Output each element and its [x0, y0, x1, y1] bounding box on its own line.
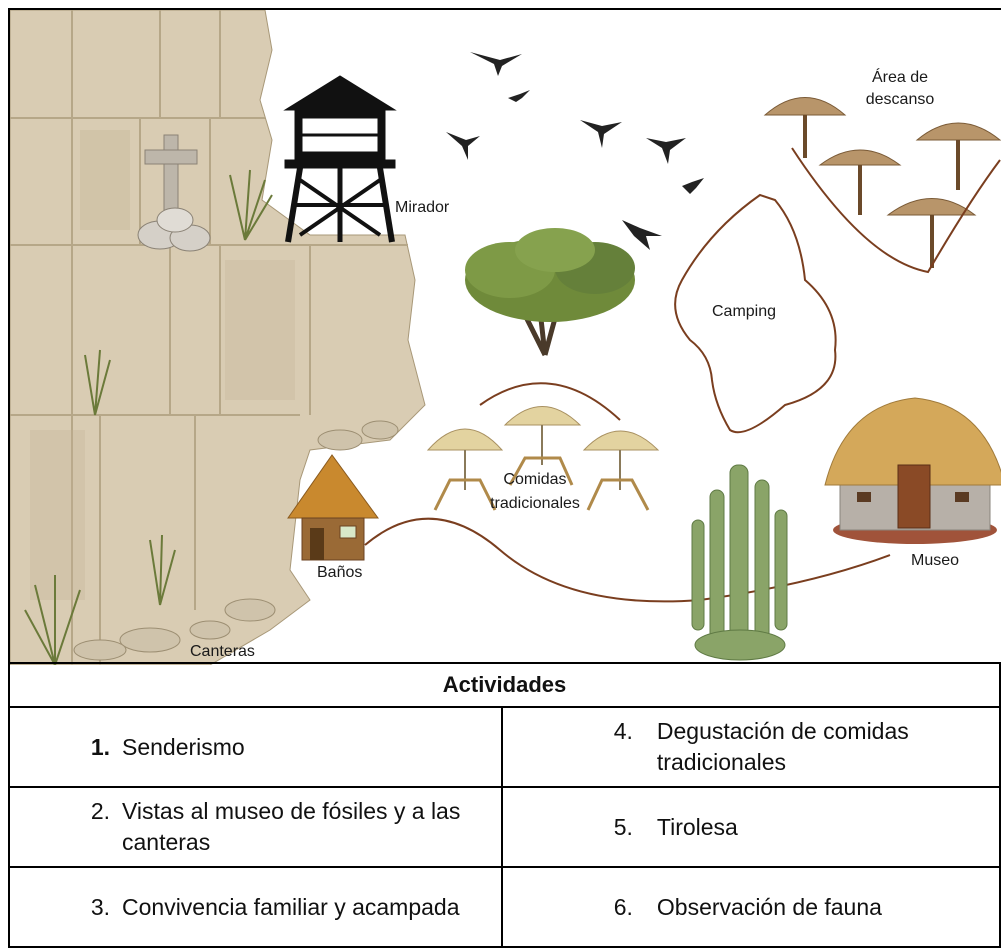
park-map: Mirador Área de descanso Camping Comidas…	[8, 8, 1001, 665]
activity-cell: 2. Vistas al museo de fósiles y a las ca…	[8, 786, 503, 868]
bathroom-hut-icon	[287, 454, 379, 561]
label-museo: Museo	[911, 552, 960, 569]
activity-cell: 5. Tirolesa	[500, 786, 1001, 868]
label-canteras: Canteras	[190, 643, 255, 660]
cross-icon	[137, 134, 211, 252]
palapa-umbrellas-icon	[763, 97, 1001, 274]
trail-path	[364, 517, 891, 603]
activity-number: 3.	[90, 893, 110, 920]
cactus-icon	[691, 464, 788, 661]
watchtower-icon	[283, 75, 397, 243]
label-area-descanso-line1: Área de	[871, 69, 929, 86]
activities-table: Actividades 1. Senderismo 4. Degustación…	[8, 662, 1001, 948]
shrub-icon	[24, 169, 273, 665]
label-mirador: Mirador	[395, 199, 450, 216]
activity-text: Observación de fauna	[656, 893, 882, 920]
tree-icon	[465, 228, 635, 357]
table-row: 1. Senderismo 4. Degustación de comidas …	[8, 706, 1001, 788]
dining-umbrellas-icon	[426, 406, 660, 511]
map-illustration	[10, 10, 1001, 665]
activity-cell: 1. Senderismo	[8, 706, 503, 788]
activity-number: 4.	[613, 718, 633, 744]
activity-cell: 6. Observación de fauna	[500, 866, 1001, 948]
museum-hut-icon	[824, 397, 1001, 544]
activity-cell: 3. Convivencia familiar y acampada	[8, 866, 503, 948]
label-banos: Baños	[317, 564, 363, 581]
activity-number: 6.	[613, 893, 633, 920]
camping-area-outline	[674, 193, 837, 434]
label-comidas-line1: Comidas	[503, 471, 567, 488]
birds-icon	[446, 52, 704, 250]
activity-text: Convivencia familiar y acampada	[122, 893, 460, 920]
activity-number: 1.	[90, 733, 110, 760]
label-area-descanso-line2: descanso	[865, 91, 935, 108]
table-row: 2. Vistas al museo de fósiles y a las ca…	[8, 786, 1001, 868]
activity-number: 5.	[613, 813, 633, 840]
activity-cell: 4. Degustación de comidas tradicionales	[500, 706, 1001, 788]
activity-number: 2.	[90, 798, 110, 824]
activity-text: Tirolesa	[656, 813, 738, 840]
label-comidas-line2: tradicionales	[490, 495, 580, 512]
activity-text: Degustación de comidas tradicionales	[656, 718, 909, 775]
table-row: 3. Convivencia familiar y acampada 6. Ob…	[8, 866, 1001, 948]
label-camping: Camping	[712, 303, 777, 320]
activities-header: Actividades	[8, 662, 1001, 708]
activity-text: Vistas al museo de fósiles y a las cante…	[122, 798, 461, 855]
activity-text: Senderismo	[122, 733, 245, 760]
quarry-cliff	[10, 10, 426, 665]
